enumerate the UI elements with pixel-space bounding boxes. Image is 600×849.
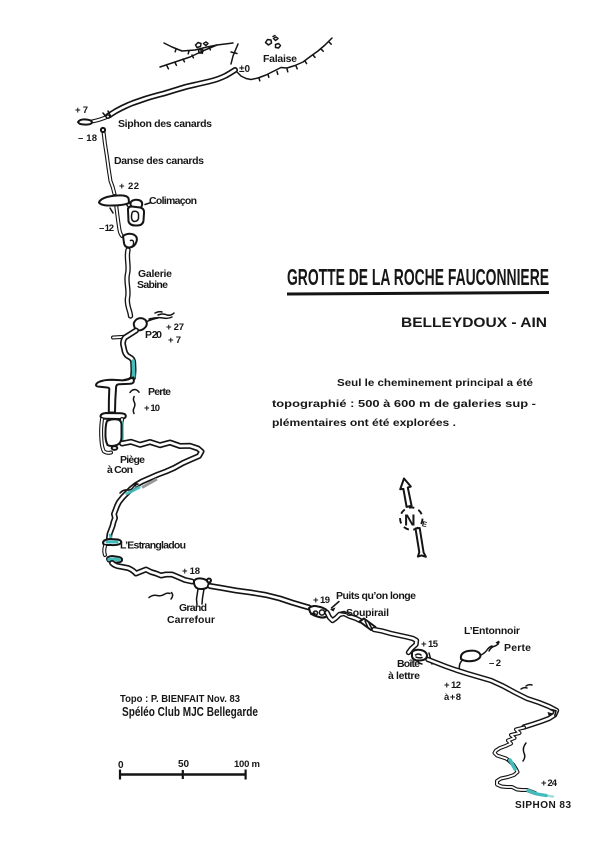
svg-text:100 m: 100 m: [234, 759, 260, 770]
svg-text:+ 18: + 18: [182, 566, 200, 577]
svg-text:Danse des canards: Danse des canards: [114, 155, 204, 167]
svg-text:+ 7: + 7: [168, 335, 181, 346]
svg-text:Siphon des canards: Siphon des canards: [118, 118, 212, 130]
svg-text:– 18: – 18: [78, 133, 97, 144]
svg-text:Grand: Grand: [179, 602, 207, 614]
svg-text:– 12: – 12: [99, 223, 114, 234]
svg-text:+ 19: + 19: [313, 595, 330, 606]
svg-text:±0: ±0: [239, 64, 250, 75]
svg-text:0: 0: [118, 760, 124, 771]
svg-text:+ 7: + 7: [75, 105, 88, 116]
svg-text:à Con: à Con: [107, 464, 133, 476]
svg-text:Topo : P. BIENFAIT Nov. 83: Topo : P. BIENFAIT Nov. 83: [120, 694, 240, 705]
svg-text:Boîte: Boîte: [397, 658, 420, 670]
svg-text:Sabine: Sabine: [137, 279, 168, 291]
svg-text:Galerie: Galerie: [138, 268, 172, 280]
svg-text:à + 8: à + 8: [444, 692, 461, 703]
svg-text:Piège: Piège: [120, 454, 145, 466]
svg-text:Spéléo Club MJC Bellegarde: Spéléo Club MJC Bellegarde: [122, 704, 258, 719]
svg-text:L’Entonnoir: L’Entonnoir: [464, 625, 520, 637]
svg-text:Perte: Perte: [148, 386, 171, 398]
svg-text:topographié : 500 à 600 m de g: topographié : 500 à 600 m de galeries su…: [272, 398, 537, 410]
svg-text:+ 27: + 27: [166, 322, 184, 333]
svg-text:Colimaçon: Colimaçon: [149, 195, 197, 207]
svg-text:Soupirail: Soupirail: [346, 607, 389, 619]
svg-text:Puits qu’on longe: Puits qu’on longe: [336, 590, 416, 602]
svg-text:Perte: Perte: [504, 642, 531, 654]
svg-text:SIPHON 83: SIPHON 83: [515, 800, 571, 811]
svg-text:Falaise: Falaise: [263, 53, 297, 65]
svg-text:+ 22: + 22: [119, 181, 139, 192]
svg-text:à lettre: à lettre: [388, 670, 420, 682]
svg-text:BELLEYDOUX - AIN: BELLEYDOUX - AIN: [401, 314, 547, 330]
svg-text:+ 12: + 12: [444, 680, 461, 691]
svg-text:– 2: – 2: [489, 658, 501, 669]
svg-text:+ 24: + 24: [541, 778, 558, 789]
svg-text:L’Estrangladou: L’Estrangladou: [120, 540, 186, 552]
svg-text:GROTTE DE LA ROCHE FAUCONNIERE: GROTTE DE LA ROCHE FAUCONNIERE: [287, 264, 549, 290]
svg-text:Carrefour: Carrefour: [167, 614, 215, 626]
svg-text:Seul le cheminement principal: Seul le cheminement principal a été: [337, 377, 533, 389]
svg-text:N: N: [404, 513, 416, 530]
svg-text:plémentaires ont été explorées: plémentaires ont été explorées .: [272, 417, 456, 429]
svg-text:+ 10: + 10: [144, 403, 160, 414]
svg-text:E: E: [421, 519, 428, 529]
svg-text:+ 15: + 15: [421, 639, 439, 650]
svg-text:P 20: P 20: [145, 329, 162, 341]
svg-text:50: 50: [178, 759, 190, 770]
